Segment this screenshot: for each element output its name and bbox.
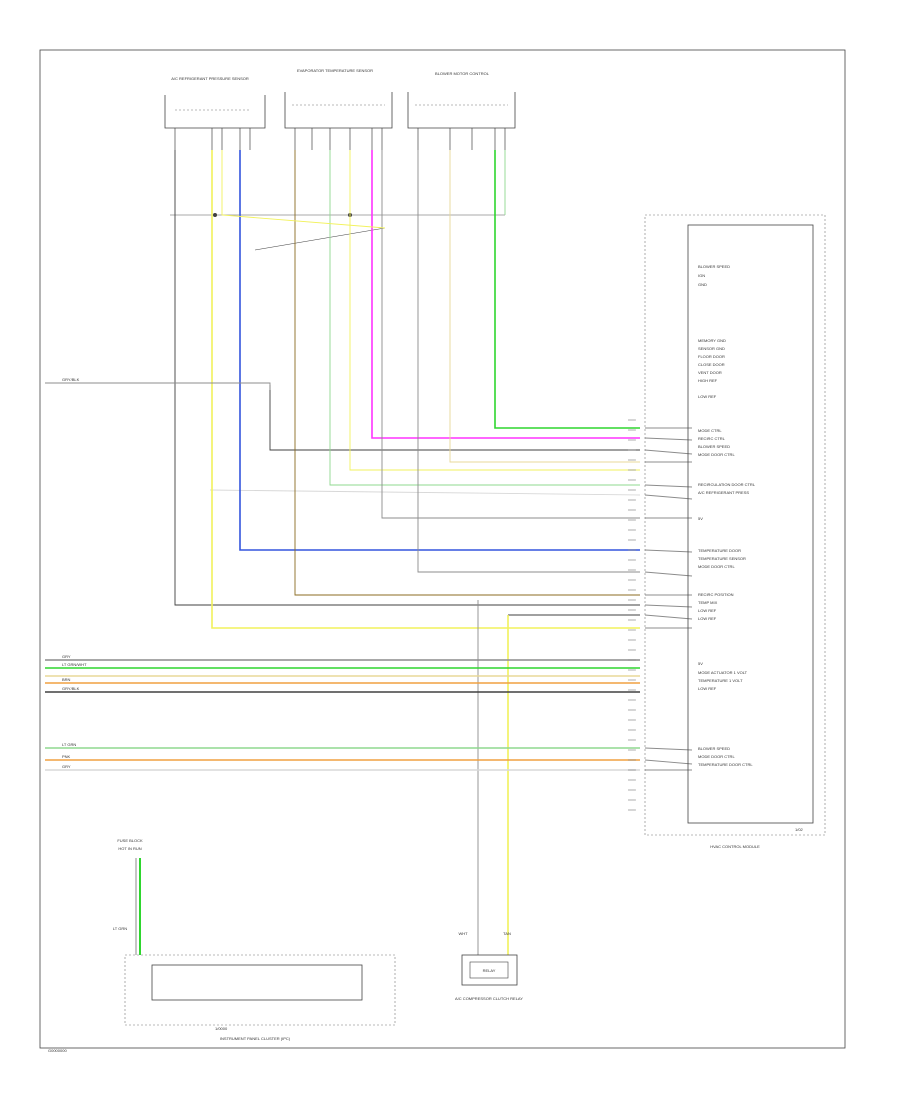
module-lead xyxy=(644,437,693,441)
module-pin-label: MODE DOOR CTRL xyxy=(698,564,735,569)
relay-wire-label-2: TAN xyxy=(503,931,511,936)
left-wire-label: BRN xyxy=(62,677,71,682)
diagram-footer-code: G0000000 xyxy=(48,1048,67,1053)
module-pin-label: 5V xyxy=(698,516,703,521)
relay-label: RELAY xyxy=(483,968,496,973)
wire-gray-blk xyxy=(269,385,640,451)
ipc-wire-label: LT GRN xyxy=(113,926,127,931)
module-lead xyxy=(644,571,693,577)
module-pin-labels: BLOWER SPEED IGN GND MEMORY GND SENSOR GND FL… xyxy=(698,264,756,767)
module-outline xyxy=(644,214,826,836)
ipc-outline xyxy=(124,954,396,1026)
module-pin-label: LOW REF xyxy=(698,394,717,399)
module-pin-label: 5V xyxy=(698,661,703,666)
component-label: A/C REFRIGERANT PRESSURE SENSOR xyxy=(171,76,249,81)
wire-lt-grn xyxy=(329,150,640,486)
module-pin-label: TEMPERATURE DOOR xyxy=(698,548,741,553)
hvac-control-module: 1/02 HVAC CONTROL MODULE BLOWER SPEED IGN… xyxy=(628,214,826,849)
module-pin-label: HIGH REF xyxy=(698,378,718,383)
module-pin-label: BLOWER SPEED xyxy=(698,746,730,751)
fuse-block: FUSE BLOCK HOT IN RUN xyxy=(117,838,143,851)
module-pin-label: FLOOR DOOR xyxy=(698,354,725,359)
module-pin-label: TEMPERATURE SENSOR xyxy=(698,556,746,561)
module-pin-label: TEMP MIX xyxy=(698,600,718,605)
wire-group xyxy=(45,150,693,955)
left-wire-label: GRY xyxy=(62,764,71,769)
module-pin-label: VENT DOOR xyxy=(698,370,722,375)
component-refrigerant-sensor: A/C REFRIGERANT PRESSURE SENSOR xyxy=(164,76,266,150)
module-pin-label: TEMPERATURE 1 VOLT xyxy=(698,678,743,683)
wire-gray xyxy=(381,150,640,519)
wire-yellow-evap xyxy=(349,150,640,471)
ipc-tag: 1/0000 xyxy=(215,1026,228,1031)
component-label: EVAPORATOR TEMPERATURE SENSOR xyxy=(297,68,373,73)
module-pin-label: RECIRCULATION DOOR CTRL xyxy=(698,482,756,487)
left-wire-label: LT GRN xyxy=(62,742,76,747)
module-lead xyxy=(644,604,693,608)
leader-line xyxy=(254,227,386,251)
module-tag: 1/02 xyxy=(795,827,804,832)
module-pin-label: CLOSE DOOR xyxy=(698,362,725,367)
ipc-body xyxy=(151,964,363,1001)
component-blower-control: BLOWER MOTOR CONTROL xyxy=(407,71,516,150)
fuse-label: FUSE BLOCK xyxy=(117,838,143,843)
left-wire-label: GRY xyxy=(62,654,71,659)
module-lead xyxy=(644,614,693,620)
module-pin-label: RECIRC CTRL xyxy=(698,436,726,441)
wire-white xyxy=(209,489,641,496)
wire-tan xyxy=(449,150,640,463)
module-lead xyxy=(644,759,693,765)
module-pin-label: LOW REF xyxy=(698,616,717,621)
wire-lt-grn-blower xyxy=(494,150,640,429)
component-label: BLOWER MOTOR CONTROL xyxy=(435,71,490,76)
connector-pin-column xyxy=(628,419,636,811)
left-wire-label: PNK xyxy=(62,754,71,759)
instrument-panel-cluster: 1/0000 INSTRUMENT PANEL CLUSTER (IPC) xyxy=(124,954,396,1041)
relay-body xyxy=(461,954,518,986)
module-pin-label: MODE ACTUATOR 1 VOLT xyxy=(698,670,748,675)
diagram-frame xyxy=(39,49,846,1049)
module-lead xyxy=(644,449,693,455)
module-pin-label: A/C REFRIGERANT PRESS xyxy=(698,490,749,495)
compressor-relay: RELAY A/C COMPRESSOR CLUTCH RELAY WHT TA… xyxy=(455,931,523,1001)
relay-title: A/C COMPRESSOR CLUTCH RELAY xyxy=(455,996,523,1001)
wire-pink xyxy=(371,150,640,439)
module-pin-label: IGN xyxy=(698,273,705,278)
component-evaporator-sensor: EVAPORATOR TEMPERATURE SENSOR xyxy=(284,68,393,150)
left-wire-label: GRY/BLK xyxy=(62,686,80,691)
module-pin-label: TEMPERATURE DOOR CTRL xyxy=(698,762,753,767)
module-pin-label: BLOWER SPEED xyxy=(698,264,730,269)
relay-wire-label-1: WHT xyxy=(458,931,468,936)
splice-dot xyxy=(213,213,217,217)
module-lead xyxy=(644,484,693,488)
module-pin-label: MODE DOOR CTRL xyxy=(698,754,735,759)
ipc-title: INSTRUMENT PANEL CLUSTER (IPC) xyxy=(220,1036,291,1041)
module-lead xyxy=(644,747,693,751)
left-wire-label: GRY/BLK xyxy=(62,377,80,382)
fuse-note: HOT IN RUN xyxy=(118,846,141,851)
wire-black xyxy=(174,150,640,606)
module-body xyxy=(687,224,814,824)
wire-yellow xyxy=(211,150,640,629)
wire-brown xyxy=(294,150,640,596)
module-pin-label: BLOWER SPEED xyxy=(698,444,730,449)
module-pin-label: LOW REF xyxy=(698,686,717,691)
wire-yellow-splice xyxy=(221,150,386,229)
module-pin-label: MEMORY GND xyxy=(698,338,726,343)
left-wire-labels: GRY/BLK GRY LT GRN/WHT BRN GRY/BLK LT GRN PNK G… xyxy=(62,377,87,769)
module-lead xyxy=(644,494,693,500)
wire-blue xyxy=(239,150,640,551)
wire-left-feed xyxy=(45,382,271,390)
module-pin-label: SENSOR GND xyxy=(698,346,725,351)
left-wire-label: LT GRN/WHT xyxy=(62,662,87,667)
module-pin-label: MODE DOOR CTRL xyxy=(698,452,735,457)
wire-gray-2 xyxy=(417,150,640,573)
module-pin-label: LOW REF xyxy=(698,608,717,613)
module-pin-label: MODE CTRL xyxy=(698,428,722,433)
module-pin-label: RECIRC POSITION xyxy=(698,592,734,597)
module-title: HVAC CONTROL MODULE xyxy=(710,844,760,849)
module-pin-label: GND xyxy=(698,282,707,287)
module-lead xyxy=(644,549,693,553)
